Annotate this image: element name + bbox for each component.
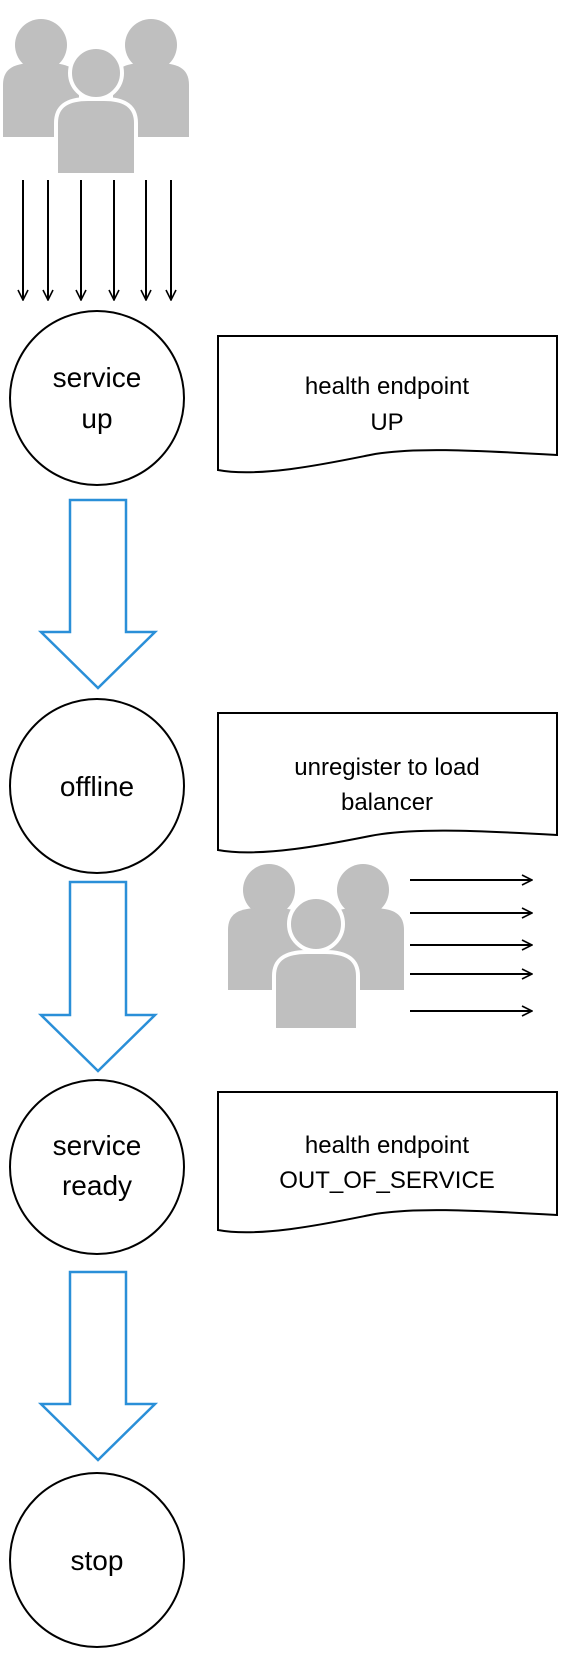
incoming-arrows	[23, 180, 171, 300]
node-label: offline	[60, 771, 134, 802]
note-label: balancer	[341, 789, 433, 816]
svg-text:service: service	[53, 362, 142, 393]
users-group-icon	[3, 19, 189, 177]
users-group-icon	[228, 864, 404, 1032]
departing-arrows	[410, 880, 532, 1011]
incoming-users-icon	[3, 19, 189, 177]
svg-text:up: up	[81, 403, 112, 434]
flow-arrow	[37, 1270, 159, 1462]
svg-text:OUT_OF_SERVICE: OUT_OF_SERVICE	[279, 1167, 495, 1194]
node-offline: offline	[9, 698, 185, 874]
svg-text:UP: UP	[370, 409, 403, 436]
flow-arrow	[37, 880, 159, 1073]
node-label: up	[81, 403, 112, 434]
flow-arrow	[37, 498, 159, 690]
svg-text:ready: ready	[62, 1170, 132, 1201]
note-unregister: unregister to load balancer	[217, 712, 558, 854]
note-label: OUT_OF_SERVICE	[279, 1167, 495, 1194]
node-label: service	[53, 362, 142, 393]
node-label: ready	[62, 1170, 132, 1201]
svg-text:service: service	[53, 1130, 142, 1161]
svg-text:health endpoint: health endpoint	[305, 373, 469, 400]
note-label: UP	[370, 409, 403, 436]
node-label: stop	[71, 1545, 124, 1576]
node-label: service	[53, 1130, 142, 1161]
node-service-ready: service ready	[9, 1079, 185, 1255]
svg-text:balancer: balancer	[341, 789, 433, 816]
note-label: health endpoint	[305, 373, 469, 400]
svg-text:offline: offline	[60, 771, 134, 802]
node-stop: stop	[9, 1472, 185, 1648]
svg-text:unregister to load: unregister to load	[294, 754, 479, 781]
svg-text:health endpoint: health endpoint	[305, 1132, 469, 1159]
note-label: unregister to load	[294, 754, 479, 781]
node-service-up: service up	[9, 310, 185, 486]
departing-users-icon	[228, 864, 404, 1032]
note-health-up: health endpoint UP	[217, 335, 558, 474]
note-label: health endpoint	[305, 1132, 469, 1159]
note-health-oos: health endpoint OUT_OF_SERVICE	[217, 1091, 558, 1234]
svg-text:stop: stop	[71, 1545, 124, 1576]
